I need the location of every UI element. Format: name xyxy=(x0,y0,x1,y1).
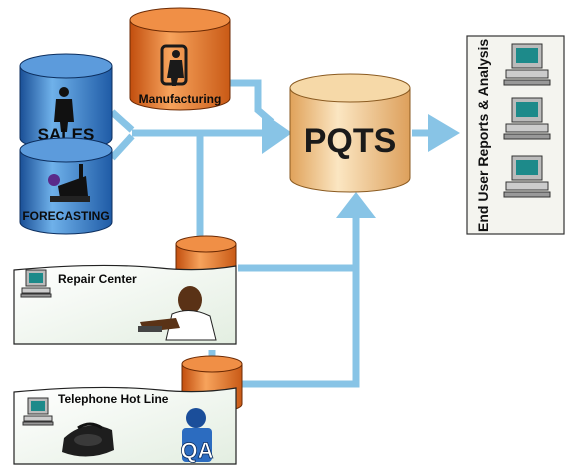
pqts-database: PQTS xyxy=(289,73,411,193)
end-user-label: End User Reports & Analysis xyxy=(475,39,491,232)
telescope-icon xyxy=(48,164,90,202)
repair-label: Repair Center xyxy=(58,272,137,286)
forecasting-connector xyxy=(109,133,135,161)
technician-icon xyxy=(138,286,217,341)
arrowheads xyxy=(262,112,460,218)
connectors xyxy=(109,79,430,388)
computer-icon xyxy=(503,43,551,86)
computer-icon xyxy=(503,97,551,140)
hotline-label: Telephone Hot Line xyxy=(58,392,169,406)
arrowhead-reports xyxy=(428,114,460,152)
manufacturing-database: Manufacturing xyxy=(129,7,231,111)
sales-database: SALES xyxy=(19,53,113,151)
worker-icon xyxy=(160,44,188,86)
pqts-label: PQTS xyxy=(304,122,397,160)
telephone-icon xyxy=(62,422,114,457)
computer-icon xyxy=(503,155,551,198)
qa-badge-text: QA xyxy=(181,438,214,463)
arrowhead-up-pqts xyxy=(336,192,376,218)
computer-icon xyxy=(20,269,52,298)
end-user-reports-panel: End User Reports & Analysis xyxy=(466,35,565,235)
forecasting-database: FORECASTING xyxy=(19,137,113,235)
person-icon xyxy=(54,87,74,132)
qa-badge-icon: QA xyxy=(180,408,214,463)
arrowhead-merge xyxy=(262,112,292,154)
manufacturing-label: Manufacturing xyxy=(139,92,222,106)
sales-connector xyxy=(109,109,135,133)
hotline-connector xyxy=(240,215,360,388)
forecasting-label: FORECASTING xyxy=(22,209,109,223)
repair-center-panel: Repair Center xyxy=(13,264,237,345)
computer-icon xyxy=(22,397,54,426)
telephone-hotline-panel: Telephone Hot Line QA xyxy=(13,386,237,465)
